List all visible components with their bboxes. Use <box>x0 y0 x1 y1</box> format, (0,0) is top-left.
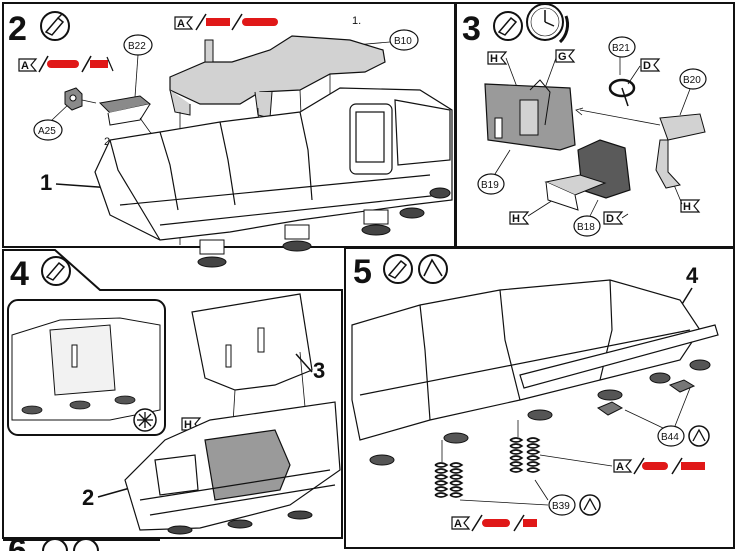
svg-text:B20: B20 <box>683 75 701 86</box>
assembly-guides-step5 <box>441 420 613 506</box>
svg-text:H: H <box>512 213 520 225</box>
callout-3: 3 <box>313 358 325 383</box>
svg-text:B10: B10 <box>394 36 412 47</box>
paint-icon <box>73 538 99 551</box>
svg-text:H: H <box>490 53 498 65</box>
frame-step-5 <box>344 247 735 549</box>
part-label-b22: B22 <box>123 34 153 98</box>
color-tag-h-top: H <box>487 51 521 96</box>
bulkhead-panel-step4 <box>191 293 313 391</box>
detail-inset <box>7 299 166 436</box>
svg-text:B39: B39 <box>552 501 570 512</box>
part-label-a25: A25 <box>33 102 71 141</box>
steering-wheel-b21 <box>608 78 636 107</box>
part-b22 <box>98 95 152 126</box>
part-label-b21: B21 <box>608 36 636 75</box>
suspension-step5 <box>369 359 711 466</box>
seat-b18 <box>544 139 631 211</box>
color-tag-h-left: H <box>509 199 554 225</box>
svg-text:H: H <box>184 419 192 431</box>
svg-text:A: A <box>454 518 462 530</box>
step-5: 5 4 <box>351 253 719 532</box>
part-label-b20: B20 <box>679 68 707 116</box>
color-tag-a-top: A <box>174 13 278 31</box>
callout-2: 2 <box>82 485 94 510</box>
glue-icon <box>40 11 70 41</box>
part-label-b44: B44 <box>624 387 710 447</box>
springs-b39 <box>434 437 541 498</box>
part-b20 <box>655 113 706 189</box>
callout-4: 4 <box>686 263 699 288</box>
hull-body-step4 <box>124 401 341 535</box>
step-5-number: 5 <box>353 253 372 291</box>
svg-text:G: G <box>558 51 567 63</box>
step-3: 3 H G D H <box>462 3 707 237</box>
svg-text:D: D <box>643 60 651 72</box>
clock-icon <box>526 3 570 44</box>
svg-text:B22: B22 <box>128 41 146 52</box>
callout-1: 1 <box>40 170 52 195</box>
paint-icon <box>418 254 448 284</box>
strike-red-1 <box>206 18 230 26</box>
step-6-number: 6 <box>8 532 27 551</box>
glue-icon <box>41 256 71 286</box>
svg-text:B21: B21 <box>612 43 630 54</box>
part-label-b39: B39 <box>548 494 601 516</box>
step-2: 2 A A B22 <box>8 10 453 268</box>
svg-text:D: D <box>606 213 614 225</box>
step-4: 4 <box>7 255 341 535</box>
part-label-b19: B19 <box>477 149 511 195</box>
svg-text:A25: A25 <box>38 126 56 137</box>
bulkhead-b19 <box>484 79 576 151</box>
svg-text:B19: B19 <box>481 180 499 191</box>
step-3-number: 3 <box>462 10 481 48</box>
color-tag-a-left: A <box>18 55 114 73</box>
sub-step-1: 1. <box>352 15 361 27</box>
svg-text:B44: B44 <box>661 432 679 443</box>
color-tag-a-letter: A <box>177 18 185 30</box>
color-tag-d-bottom: D <box>603 211 629 225</box>
part-a25 <box>64 87 83 111</box>
glue-icon <box>493 11 523 41</box>
hull-body-step5 <box>351 279 719 441</box>
part-label-b10: B10 <box>354 29 419 51</box>
step-6: 6 <box>8 532 99 551</box>
hull-body-step2 <box>94 87 453 241</box>
roof-plate <box>169 35 386 119</box>
snowflake-icon <box>133 408 157 432</box>
glue-icon <box>42 538 68 551</box>
svg-text:B18: B18 <box>577 222 595 233</box>
svg-text:H: H <box>683 201 691 213</box>
color-tag-a-bottom: A <box>451 514 537 532</box>
svg-text:A: A <box>616 461 624 473</box>
strike-red-2 <box>242 18 278 26</box>
color-tag-a-right: A <box>613 457 705 475</box>
suspension-step2 <box>197 187 451 268</box>
step-2-number: 2 <box>8 10 27 48</box>
color-tag-d-top: D <box>627 58 661 85</box>
part-label-b18: B18 <box>573 199 601 237</box>
step-4-number: 4 <box>10 255 29 293</box>
color-tag-h-right: H <box>671 179 701 213</box>
color-tag-g: G <box>544 49 576 89</box>
frame-step-4 <box>2 249 343 539</box>
svg-text:A: A <box>21 60 29 72</box>
part-b44 <box>596 379 696 416</box>
glue-icon <box>383 254 413 284</box>
